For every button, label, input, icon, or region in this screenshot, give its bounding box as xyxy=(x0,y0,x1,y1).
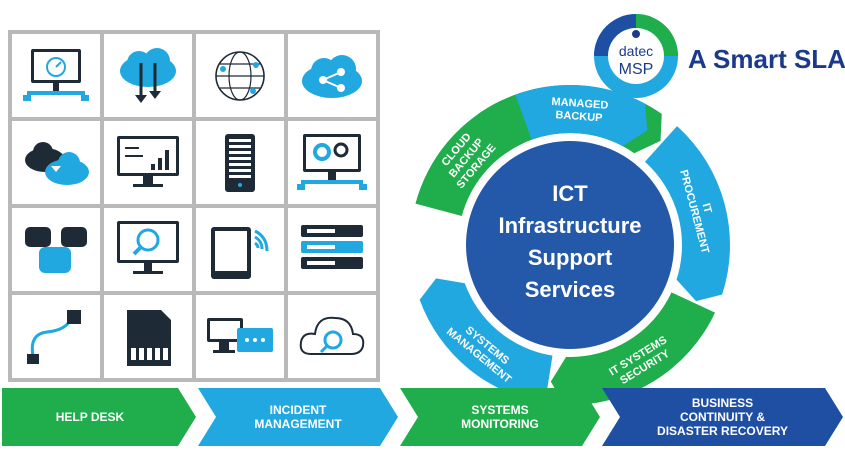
icon-cell xyxy=(104,121,192,204)
icon-cell xyxy=(288,121,376,204)
center-title-line: Support xyxy=(528,245,613,270)
cycle-label-procurement: IT xyxy=(700,202,714,215)
icon-cell xyxy=(196,34,284,117)
cycle-label-managed-backup: MANAGED xyxy=(551,96,609,112)
icon-cell xyxy=(288,208,376,291)
icon-cell xyxy=(104,34,192,117)
cloud-sync-icon xyxy=(25,141,89,185)
center-circle xyxy=(466,141,674,349)
server-rack-icon xyxy=(225,133,255,192)
process-stage-label: DISASTER RECOVERY xyxy=(657,424,788,438)
server-stack-icon xyxy=(301,224,363,269)
cycle-segment-cloud-backup xyxy=(415,99,526,217)
process-stage-label: HELP DESK xyxy=(56,410,125,424)
computers-chat-icon xyxy=(207,317,273,353)
monitor-speedometer-icon xyxy=(23,48,89,101)
cycle-segment-security xyxy=(550,292,716,405)
process-stage-label: MONITORING xyxy=(461,417,539,431)
cycle-label-managed-backup: BACKUP xyxy=(555,109,603,124)
icon-cell xyxy=(12,295,100,378)
process-stage-label: MANAGEMENT xyxy=(254,417,342,431)
center-title-line: ICT xyxy=(552,181,588,206)
cloud-share-icon xyxy=(302,54,362,98)
monitor-search-icon xyxy=(117,220,179,274)
cloud-search-icon xyxy=(299,316,365,355)
monitor-chart-icon xyxy=(117,135,179,187)
icon-cell xyxy=(104,295,192,378)
ethernet-cable-icon xyxy=(27,309,81,364)
process-stage xyxy=(400,388,600,446)
monitor-settings-icon xyxy=(297,133,367,190)
process-stage xyxy=(198,388,398,446)
logo-line2: MSP xyxy=(619,61,654,78)
icon-cell xyxy=(196,121,284,204)
service-cycle-diagram: CHANGEMANAGEMENTITPROCUREMENTIT SYSTEMSS… xyxy=(415,85,730,405)
cloud-download-icon xyxy=(120,47,176,103)
process-stage-label: CONTINUITY & xyxy=(680,410,765,424)
icon-cell xyxy=(196,295,284,378)
icon-cell xyxy=(288,295,376,378)
brand-tagline: A Smart SLA xyxy=(688,44,845,74)
tablet-wifi-icon xyxy=(211,226,269,279)
process-stage-label: BUSINESS xyxy=(692,396,753,410)
sd-card-icon xyxy=(127,309,171,366)
cycle-segment-managed-backup xyxy=(515,85,648,147)
icon-cell xyxy=(12,208,100,291)
center-title-line: Infrastructure xyxy=(498,213,641,238)
brand-logo: datec MSP xyxy=(594,14,678,98)
icon-grid xyxy=(8,30,380,382)
icon-cell xyxy=(12,34,100,117)
logo-line1: datec xyxy=(619,43,653,59)
cycle-segment-procurement xyxy=(644,126,730,302)
database-cluster-icon xyxy=(25,226,87,273)
icon-cell xyxy=(196,208,284,291)
process-stage-label: INCIDENT xyxy=(270,403,327,417)
globe-network-icon xyxy=(215,50,265,101)
center-title-line: Services xyxy=(525,277,616,302)
process-stage xyxy=(602,388,843,446)
icon-cell xyxy=(288,34,376,117)
icon-cell xyxy=(104,208,192,291)
process-stage-label: SYSTEMS xyxy=(471,403,528,417)
icon-cell xyxy=(12,121,100,204)
cycle-segment-systems-mgmt xyxy=(419,278,553,404)
process-stage xyxy=(2,388,196,446)
